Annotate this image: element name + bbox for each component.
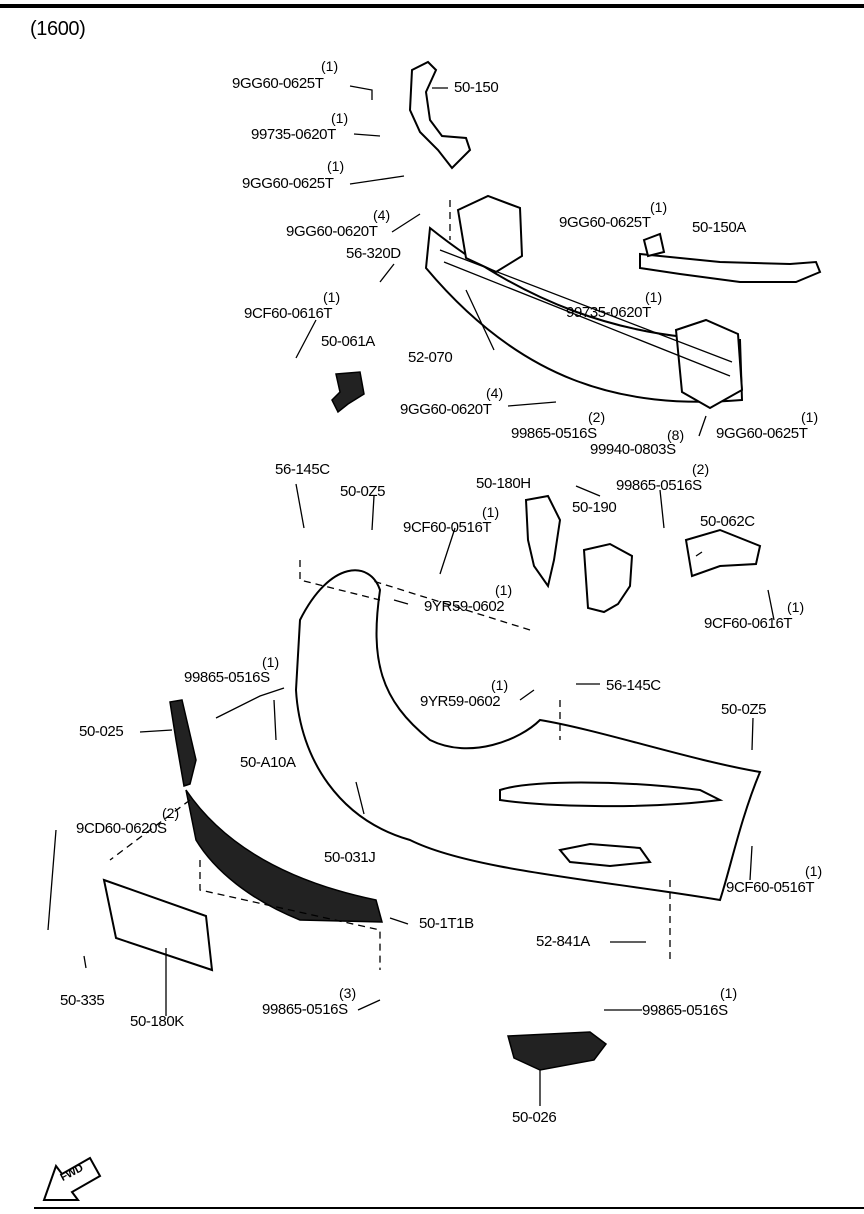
part-label-l41: 50-026 bbox=[512, 1109, 557, 1126]
bracket-group-middle bbox=[524, 494, 762, 614]
part-label-l22: 50-190 bbox=[572, 499, 617, 516]
bracket-50-025 bbox=[169, 699, 197, 787]
part-label-l12: 52-070 bbox=[408, 349, 453, 366]
qty-l09: (1) bbox=[323, 289, 341, 305]
part-label-l08: 56-320D bbox=[346, 245, 401, 262]
model-code: (1600) bbox=[30, 18, 86, 40]
part-label-l09: 9CF60-0616T bbox=[244, 305, 333, 322]
part-label-l14: 99865-0516S bbox=[511, 425, 597, 442]
part-label-l40: 99865-0516S bbox=[642, 1002, 728, 1019]
qty-l21: (1) bbox=[482, 504, 500, 520]
part-label-l02: 50-150 bbox=[454, 79, 499, 96]
top-border bbox=[0, 4, 864, 8]
part-label-l20: 99865-0516S bbox=[616, 477, 702, 494]
qty-l39: (3) bbox=[339, 985, 357, 1001]
part-label-l27: 9YR59-0602 bbox=[420, 693, 501, 710]
part-label-l32: 9CD60-0620S bbox=[76, 820, 167, 837]
part-label-l13: 9GG60-0620T bbox=[400, 401, 492, 418]
part-label-l26: 99865-0516S bbox=[184, 669, 270, 686]
qty-l16: (1) bbox=[801, 409, 819, 425]
part-label-l30: 50-A10A bbox=[240, 754, 296, 771]
fwd-arrow-icon bbox=[42, 1156, 102, 1201]
part-label-l24: 9YR59-0602 bbox=[424, 598, 505, 615]
part-label-l34: 9CF60-0516T bbox=[726, 879, 815, 896]
leader-lines bbox=[47, 85, 775, 1106]
part-label-l37: 50-335 bbox=[60, 992, 105, 1009]
reinforcement-52-070 bbox=[424, 194, 744, 410]
part-label-l31: 50-0Z5 bbox=[721, 701, 767, 718]
part-label-l11: 50-061A bbox=[321, 333, 375, 350]
part-label-l38: 50-180K bbox=[130, 1013, 184, 1030]
qty-l14: (2) bbox=[588, 409, 606, 425]
qty-l13: (4) bbox=[486, 385, 504, 401]
qty-l05: (4) bbox=[373, 207, 391, 223]
part-label-l33: 50-031J bbox=[324, 849, 376, 866]
qty-l06: (1) bbox=[650, 199, 668, 215]
part-label-l01: 9GG60-0625T bbox=[232, 75, 324, 92]
part-label-l39: 99865-0516S bbox=[262, 1001, 348, 1018]
bracket-50-150a bbox=[639, 232, 822, 283]
qty-l32: (2) bbox=[162, 805, 180, 821]
part-label-l29: 50-025 bbox=[79, 723, 124, 740]
part-label-l06: 9GG60-0625T bbox=[559, 214, 651, 231]
qty-l26: (1) bbox=[262, 654, 280, 670]
qty-l20: (2) bbox=[692, 461, 710, 477]
qty-l24: (1) bbox=[495, 582, 513, 598]
part-label-l28: 56-145C bbox=[606, 677, 661, 694]
bottom-border bbox=[34, 1207, 864, 1209]
bracket-50-150 bbox=[408, 60, 472, 170]
qty-l10: (1) bbox=[645, 289, 663, 305]
fog-cover-50-026 bbox=[507, 1031, 608, 1071]
qty-l01: (1) bbox=[321, 58, 339, 74]
part-label-l17: 56-145C bbox=[275, 461, 330, 478]
qty-l34: (1) bbox=[805, 863, 823, 879]
part-label-l15: 99940-0803S bbox=[590, 441, 676, 458]
bracket-50-061a bbox=[331, 371, 365, 414]
part-label-l25: 9CF60-0616T bbox=[704, 615, 793, 632]
part-label-l21: 9CF60-0516T bbox=[403, 519, 492, 536]
part-label-l05: 9GG60-0620T bbox=[286, 223, 378, 240]
qty-l25: (1) bbox=[787, 599, 805, 615]
part-label-l07: 50-150A bbox=[692, 219, 746, 236]
part-label-l03: 99735-0620T bbox=[251, 126, 336, 143]
part-label-l19: 50-180H bbox=[476, 475, 531, 492]
qty-l40: (1) bbox=[720, 985, 738, 1001]
part-label-l35: 50-1T1B bbox=[419, 915, 474, 932]
bumper-cover-50-031j bbox=[294, 569, 762, 902]
part-label-l16: 9GG60-0625T bbox=[716, 425, 808, 442]
part-label-l36: 52-841A bbox=[536, 933, 590, 950]
qty-l04: (1) bbox=[327, 158, 345, 174]
qty-l15: (8) bbox=[667, 427, 685, 443]
part-label-l23: 50-062C bbox=[700, 513, 755, 530]
part-label-l04: 9GG60-0625T bbox=[242, 175, 334, 192]
grille-50-1t1b bbox=[185, 789, 383, 923]
qty-l03: (1) bbox=[331, 110, 349, 126]
part-label-l18: 50-0Z5 bbox=[340, 483, 386, 500]
qty-l27: (1) bbox=[491, 677, 509, 693]
plate-bracket-50-180k bbox=[102, 878, 214, 972]
part-label-l10: 99735-0620T bbox=[566, 304, 651, 321]
